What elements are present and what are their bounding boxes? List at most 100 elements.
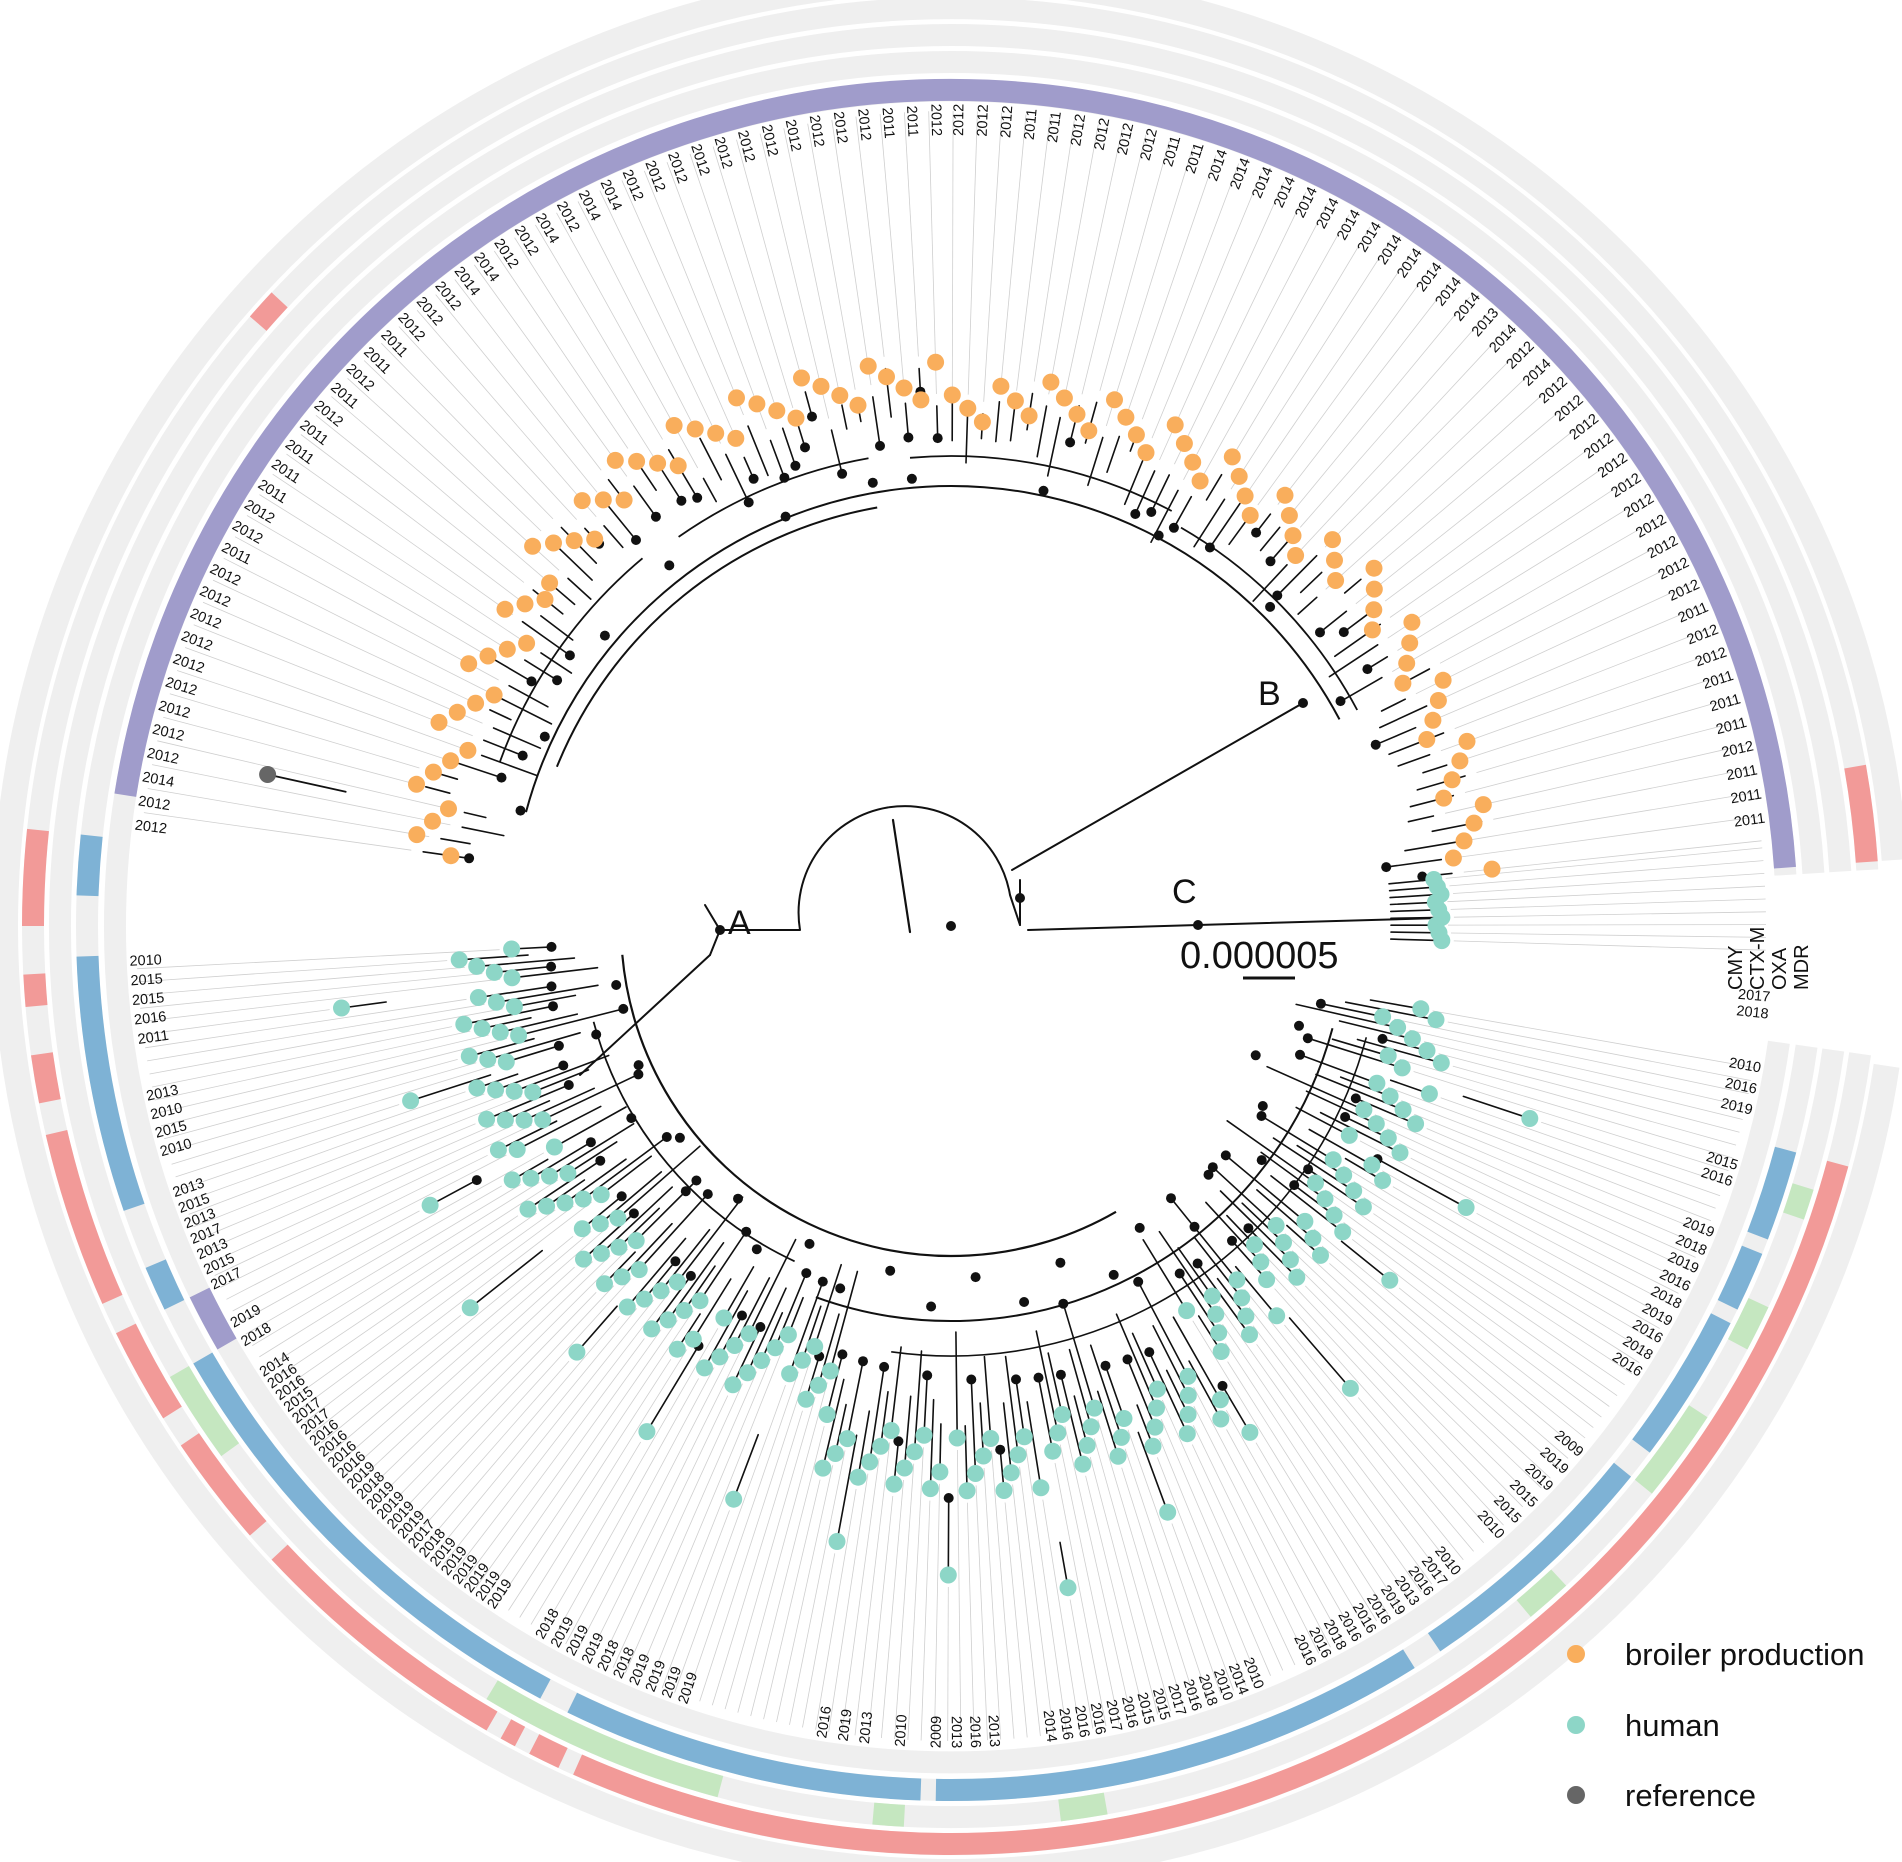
tip-guide-line (1374, 1114, 1696, 1258)
tip-year-label: 2011 (1708, 691, 1742, 715)
tip-year-label: 2011 (1701, 668, 1736, 693)
tree-branch (469, 1249, 544, 1309)
tip-guide-line (1398, 1142, 1685, 1282)
tip-guide-line (802, 1553, 836, 1728)
tip-guide-line (612, 1383, 743, 1668)
tip-guide-line (1449, 860, 1764, 887)
internal-node (779, 472, 790, 483)
tree-branch (621, 1222, 673, 1278)
ring-ctxm-segment (567, 1692, 922, 1801)
tip-guide-line (1085, 1475, 1146, 1718)
internal-node (1340, 1112, 1351, 1122)
tip-human-a (503, 1171, 521, 1189)
tip-guide-line (179, 1091, 466, 1190)
tip-year-label: 2012 (975, 104, 992, 137)
tip-broiler (1068, 405, 1086, 423)
tip-guide-line (967, 111, 978, 395)
tip-year-label: 2017 (1102, 1698, 1124, 1733)
internal-node (926, 1301, 937, 1312)
ring-oxa-segment (872, 1802, 906, 1827)
tip-human-a (1420, 1085, 1438, 1103)
internal-node (875, 440, 885, 451)
tip-broiler (727, 429, 745, 447)
tip-guide-line (535, 224, 663, 440)
tip-human-a (652, 1282, 670, 1300)
tip-guide-line (783, 128, 840, 394)
internal-node (616, 1191, 627, 1202)
tip-guide-line (1359, 1140, 1673, 1306)
tree-branches (266, 367, 1531, 1589)
tip-broiler (1403, 613, 1421, 631)
tip-broiler (1418, 731, 1436, 748)
tip-guide-line (145, 998, 467, 1049)
tip-broiler (485, 686, 503, 704)
tip-year-label: 2012 (179, 628, 215, 654)
tip-guide-line (475, 1329, 662, 1589)
tree-branch (747, 425, 769, 477)
tip-human-a (1015, 1428, 1033, 1446)
internal-node (1217, 1380, 1228, 1391)
tree-branch (903, 1395, 912, 1469)
clade-label-a: A (728, 904, 751, 942)
tip-year-label: 2011 (1160, 134, 1184, 168)
tip-year-label: 2012 (1693, 645, 1729, 671)
internal-node (1134, 1222, 1145, 1233)
tree-branch (1308, 1128, 1373, 1166)
tip-human-a (668, 1340, 686, 1358)
tip-human-a (1241, 1423, 1259, 1441)
tree-branch (1009, 894, 1021, 926)
tip-broiler (460, 655, 478, 673)
internal-node (496, 772, 507, 783)
ring-ctxm-segment (1717, 1245, 1763, 1310)
tree-branch (1331, 1038, 1389, 1057)
tip-broiler (1184, 453, 1202, 471)
internal-node-root-bc (1015, 893, 1025, 903)
tip-year-label: 2012 (619, 167, 646, 203)
tip-broiler (1434, 671, 1452, 689)
internal-node (1251, 527, 1262, 538)
tip-guide-line (154, 1030, 471, 1101)
tip-guide-line (967, 1502, 975, 1741)
tip-human-a (740, 1325, 758, 1343)
internal-node (1303, 1164, 1314, 1175)
tip-guide-line (202, 601, 483, 724)
tip-guide-line (907, 1447, 924, 1740)
tip-broiler (1398, 654, 1416, 672)
tip-human-a (921, 1480, 939, 1498)
tree-branch (1276, 554, 1318, 597)
tip-year-label: 2012 (145, 745, 180, 767)
tree-branch (801, 1305, 822, 1362)
tip-year-label: 2011 (903, 105, 921, 137)
tip-guide-line (1160, 1418, 1271, 1676)
tip-broiler (768, 402, 786, 420)
tip-guide-line (1019, 1466, 1054, 1735)
tree-branch (492, 727, 542, 750)
tip-guide-line (183, 1093, 485, 1203)
tip-human-a (1341, 1379, 1359, 1397)
tree-branch (1288, 1317, 1352, 1390)
root-arc (797, 805, 1011, 931)
tip-human-a (906, 1443, 923, 1461)
tip-human-a (1258, 1271, 1276, 1289)
tip-human-a (1325, 1206, 1343, 1224)
tip-guide-line (1093, 1438, 1171, 1712)
tip-guide-line (957, 1449, 962, 1741)
tree-branch (1178, 1272, 1220, 1334)
ring-label-oxa: OXA (1769, 947, 1791, 990)
tip-broiler (1394, 674, 1412, 692)
tip-guide-line (1387, 477, 1632, 639)
tip-year-label: 2010 (149, 1100, 184, 1123)
internal-node (858, 1356, 868, 1367)
tip-human-a (828, 1533, 846, 1550)
tip-human-a (522, 1169, 540, 1187)
tip-guide-line (296, 1205, 574, 1413)
tip-human-a (1412, 1000, 1430, 1018)
tip-human-a (1393, 1059, 1411, 1077)
ring-ctxm-segment (1632, 1313, 1731, 1453)
internal-node (1362, 664, 1373, 675)
tip-broiler (442, 847, 460, 865)
tip-broiler (959, 399, 977, 417)
tree-branch (508, 684, 549, 708)
internal-node (599, 630, 610, 641)
